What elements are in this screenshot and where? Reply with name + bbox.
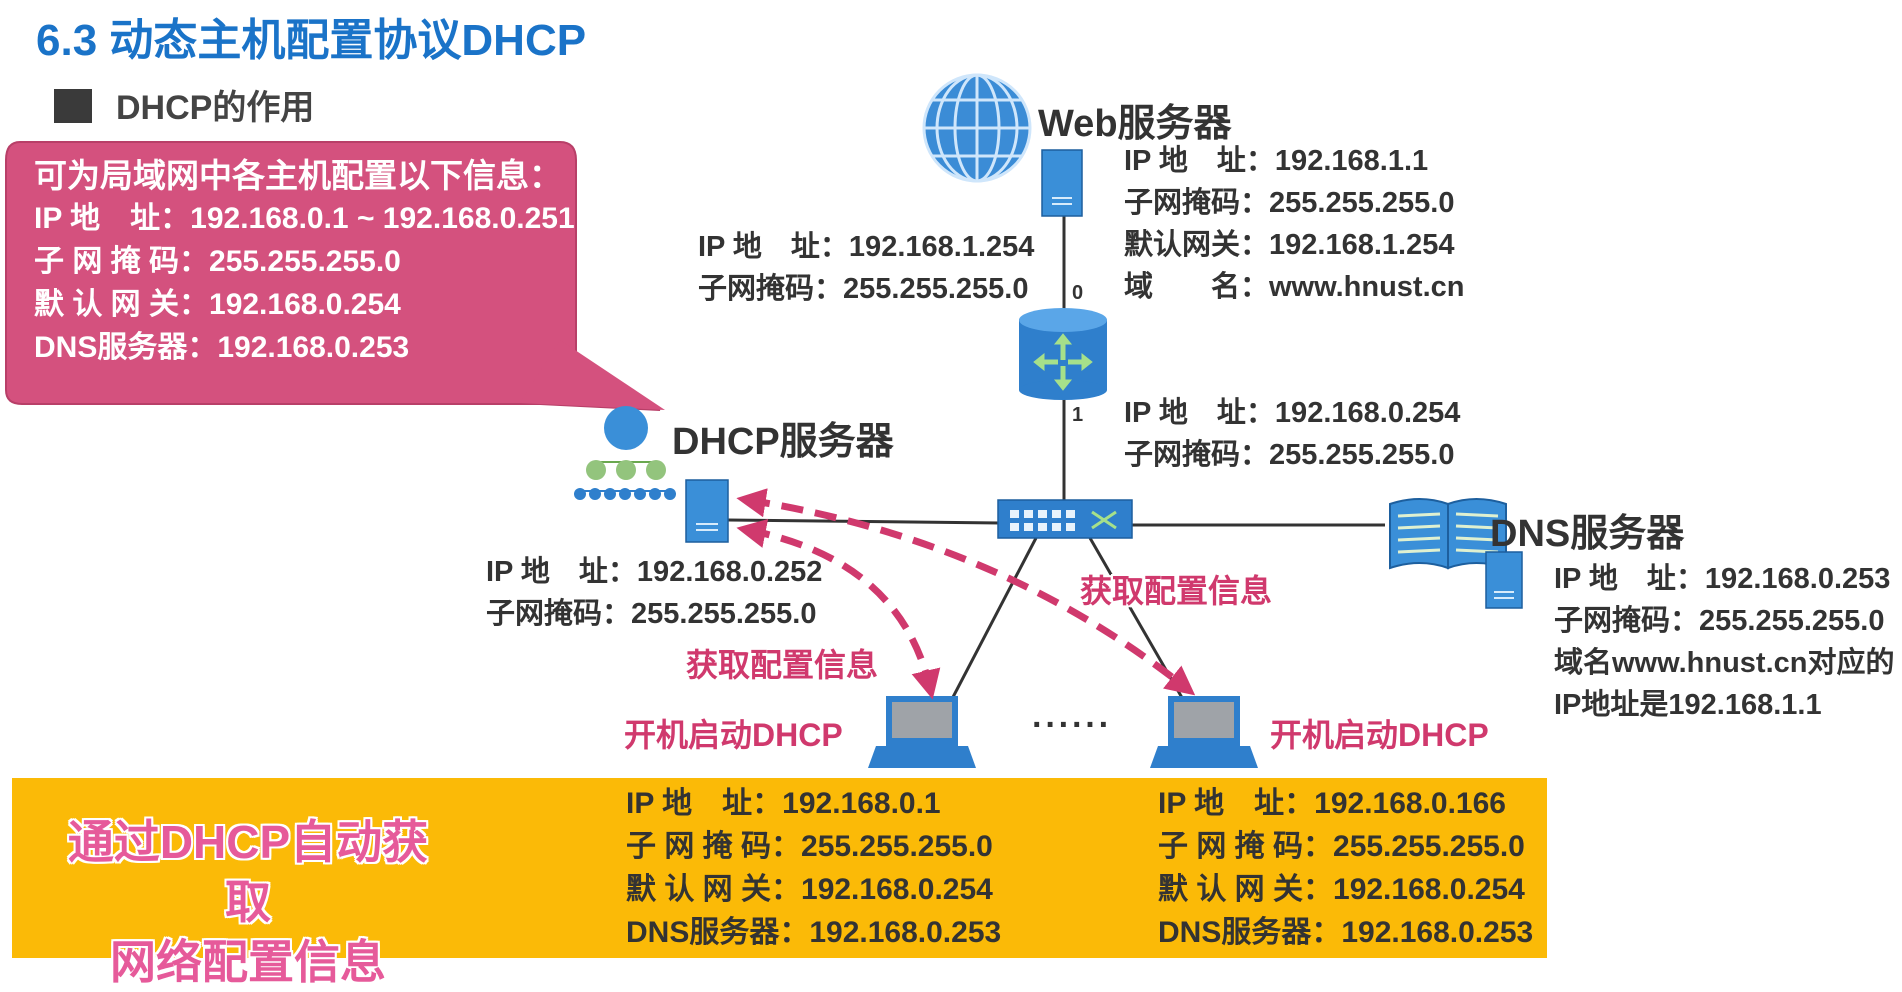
web-ip: IP 地 址：192.168.1.1 bbox=[1124, 145, 1429, 177]
web-mask: 子网掩码：255.255.255.0 bbox=[1124, 187, 1455, 219]
dhcp-ip: IP 地 址：192.168.0.252 bbox=[486, 556, 823, 588]
dhcp-server-info: IP 地 址：192.168.0.252 子网掩码：255.255.255.0 bbox=[486, 551, 822, 635]
footer-band bbox=[12, 778, 1547, 958]
dns-note-1: 域名www.hnust.cn对应的 bbox=[1554, 647, 1895, 679]
switch-icon bbox=[997, 499, 1133, 539]
host-right-gateway: 默 认 网 关：192.168.0.254 bbox=[1158, 873, 1525, 906]
dns-book-icon bbox=[1389, 498, 1507, 570]
arrow-right-label: 获取配置信息 bbox=[1080, 573, 1273, 609]
web-domain: 域 名：www.hnust.cn bbox=[1124, 271, 1465, 303]
callout-text: 可为局域网中各主机配置以下信息： IP 地 址：192.168.0.1 ~ 19… bbox=[34, 154, 575, 369]
arrow-left-label: 获取配置信息 bbox=[686, 647, 879, 683]
dns-server-info: IP 地 址：192.168.0.253 子网掩码：255.255.255.0 … bbox=[1554, 558, 1894, 726]
router-if1-ip: IP 地 址：192.168.0.254 bbox=[1124, 397, 1461, 429]
router-if0-ip: IP 地 址：192.168.1.254 bbox=[698, 231, 1035, 263]
callout-line: 子 网 掩 码：255.255.255.0 bbox=[34, 245, 401, 278]
web-server-icon bbox=[1041, 149, 1083, 217]
host-left-mask: 子 网 掩 码：255.255.255.0 bbox=[626, 830, 993, 863]
dns-note-2: IP地址是192.168.1.1 bbox=[1554, 689, 1822, 721]
hosts-ellipsis: ······ bbox=[1032, 706, 1112, 744]
web-gateway: 默认网关：192.168.1.254 bbox=[1124, 229, 1455, 261]
host-right-info: IP 地 址：192.168.0.166 子 网 掩 码：255.255.255… bbox=[1158, 782, 1533, 954]
router-icon bbox=[1019, 308, 1107, 400]
footer-title: 通过DHCP自动获取 网络配置信息 bbox=[48, 812, 448, 992]
host-left-ip: IP 地 址：192.168.0.1 bbox=[626, 787, 941, 820]
laptop-right-icon bbox=[1150, 696, 1258, 768]
laptop-left-icon bbox=[868, 696, 976, 768]
host-left-label: 开机启动DHCP bbox=[624, 717, 843, 753]
router-port-0: 0 bbox=[1072, 282, 1084, 304]
web-server-info: IP 地 址：192.168.1.1 子网掩码：255.255.255.0 默认… bbox=[1124, 140, 1464, 308]
host-left-gateway: 默 认 网 关：192.168.0.254 bbox=[626, 873, 993, 906]
footer-line-1: 通过DHCP自动获取 bbox=[67, 816, 429, 928]
network-diagram bbox=[5, 73, 1523, 768]
host-left-dns: DNS服务器：192.168.0.253 bbox=[626, 916, 1002, 949]
callout-heading: 可为局域网中各主机配置以下信息： bbox=[34, 157, 562, 194]
dns-ip: IP 地 址：192.168.0.253 bbox=[1554, 563, 1891, 595]
dns-server-icon bbox=[1485, 551, 1523, 609]
host-left-info: IP 地 址：192.168.0.1 子 网 掩 码：255.255.255.0… bbox=[626, 782, 1001, 954]
router-port-1: 1 bbox=[1072, 404, 1084, 426]
callout-line: DNS服务器：192.168.0.253 bbox=[34, 331, 410, 364]
host-right-dns: DNS服务器：192.168.0.253 bbox=[1158, 916, 1534, 949]
page-title: 6.3 动态主机配置协议DHCP bbox=[36, 16, 587, 65]
host-right-label: 开机启动DHCP bbox=[1270, 717, 1489, 753]
arrow-right-fetch bbox=[736, 488, 1196, 696]
callout-line: 默 认 网 关：192.168.0.254 bbox=[34, 288, 401, 321]
dns-mask: 子网掩码：255.255.255.0 bbox=[1554, 605, 1885, 637]
dhcp-mask: 子网掩码：255.255.255.0 bbox=[486, 598, 817, 630]
host-right-ip: IP 地 址：192.168.0.166 bbox=[1158, 787, 1506, 820]
dhcp-server-name: DHCP服务器 bbox=[672, 421, 894, 463]
router-if0-mask: 子网掩码：255.255.255.0 bbox=[698, 273, 1029, 305]
globe-icon bbox=[922, 73, 1032, 183]
dhcp-server-icon bbox=[574, 406, 729, 543]
dns-server-name: DNS服务器 bbox=[1490, 513, 1685, 555]
router-if0-info: IP 地 址：192.168.1.254 子网掩码：255.255.255.0 bbox=[698, 226, 1034, 310]
footer-line-2: 网络配置信息 bbox=[110, 936, 386, 988]
router-if1-mask: 子网掩码：255.255.255.0 bbox=[1124, 439, 1455, 471]
host-right-mask: 子 网 掩 码：255.255.255.0 bbox=[1158, 830, 1525, 863]
section-heading: DHCP的作用 bbox=[54, 80, 314, 129]
bullet-square-icon bbox=[54, 89, 92, 123]
section-label: DHCP的作用 bbox=[116, 89, 315, 127]
router-if1-info: IP 地 址：192.168.0.254 子网掩码：255.255.255.0 bbox=[1124, 392, 1460, 476]
web-server-name: Web服务器 bbox=[1038, 103, 1232, 145]
callout-line: IP 地 址：192.168.0.1 ~ 192.168.0.251 bbox=[34, 202, 575, 235]
